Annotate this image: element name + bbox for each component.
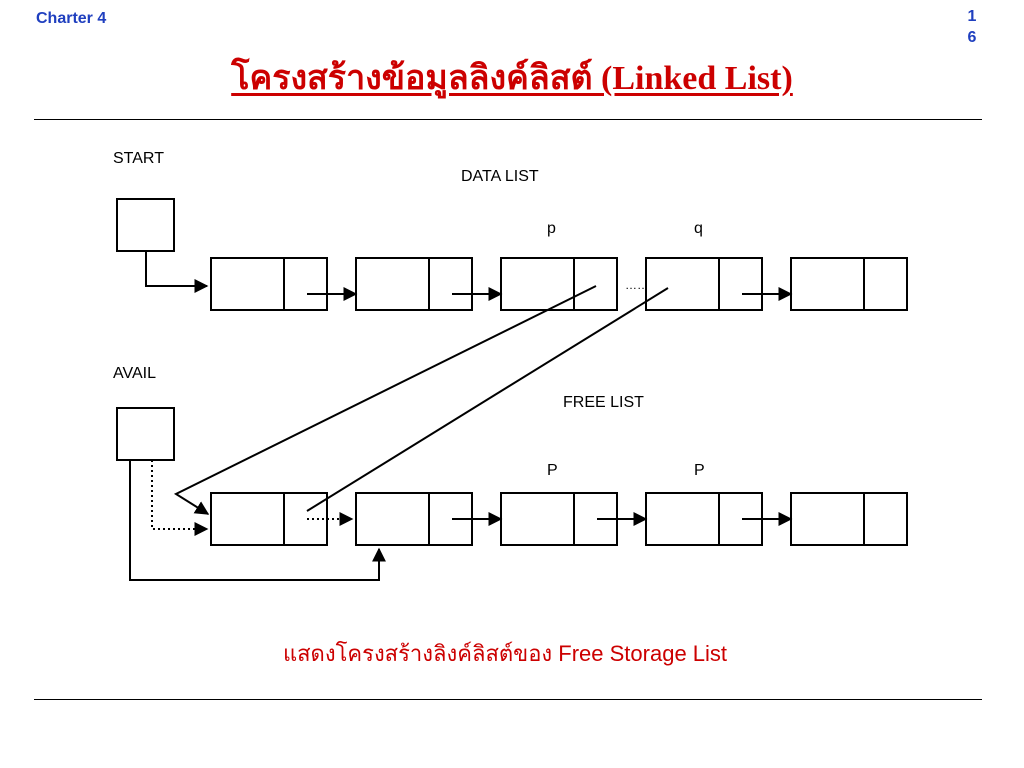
avail-link-arrow xyxy=(129,460,386,581)
start-label: START xyxy=(113,150,164,167)
free-pointer-p-label-2: P xyxy=(694,462,705,479)
data-node-3 xyxy=(500,257,618,311)
top-divider xyxy=(34,119,982,120)
p-node-to-free-diagonal-arrow xyxy=(173,285,597,515)
figure-caption: แสดงโครงสร้างลิงค์ลิสต์ของ Free Storage … xyxy=(0,636,1010,671)
pointer-q-label: q xyxy=(694,220,703,237)
data-node-2 xyxy=(355,257,473,311)
page-number: 1 6 xyxy=(962,6,982,48)
slide-title: โครงสร้างข้อมูลลิงค์ลิสต์ (Linked List) xyxy=(231,60,793,97)
avail-pointer-box xyxy=(116,407,175,461)
free-node-5 xyxy=(790,492,908,546)
chapter-label: Charter 4 xyxy=(36,10,107,27)
avail-label: AVAIL xyxy=(113,365,156,382)
caption-english-text: Free Storage List xyxy=(558,641,728,666)
page-number-digit-2: 6 xyxy=(967,29,977,46)
data-node-1 xyxy=(210,257,328,311)
ellipsis-label: …… xyxy=(625,278,649,292)
free-list-label: FREE LIST xyxy=(563,394,644,411)
page-number-digit-1: 1 xyxy=(967,8,977,25)
start-link-arrow xyxy=(145,251,209,293)
avail-dotted-link-arrow xyxy=(151,460,209,536)
q-node-to-free-diagonal-line xyxy=(306,287,669,512)
data-list-label: DATA LIST xyxy=(461,168,539,185)
pointer-p-label: p xyxy=(547,220,556,237)
caption-thai-text: แสดงโครงสร้างลิงค์ลิสต์ของ xyxy=(282,641,553,666)
data-node-4 xyxy=(645,257,763,311)
free-node-1 xyxy=(210,492,328,546)
data-node-5 xyxy=(790,257,908,311)
start-pointer-box xyxy=(116,198,175,252)
free-pointer-p-label-1: P xyxy=(547,462,558,479)
bottom-divider xyxy=(34,699,982,700)
